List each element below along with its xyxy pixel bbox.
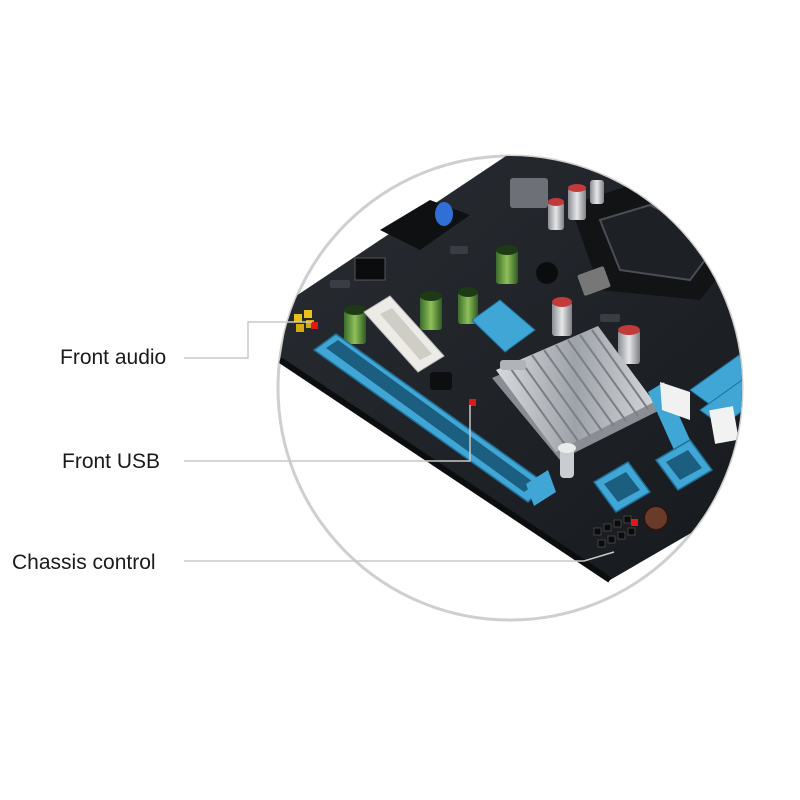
chassis-control-label: Chassis control	[12, 551, 156, 574]
front-usb-marker	[469, 399, 476, 406]
chip	[354, 257, 386, 281]
motherboard-closeup	[278, 156, 742, 583]
choke	[510, 178, 548, 208]
front-audio-label: Front audio	[60, 346, 167, 369]
chipset-heatsink	[492, 326, 660, 478]
pcie-x16-slot	[312, 333, 556, 506]
leader-lines	[184, 321, 615, 562]
fan-header	[536, 262, 558, 284]
usb3-header	[471, 299, 536, 353]
front-panel-header	[593, 515, 636, 548]
blue-jumper	[435, 202, 453, 226]
memory-slots	[648, 339, 742, 450]
front-audio-header	[294, 310, 314, 332]
buzzer	[643, 505, 669, 531]
silver-capacitors	[548, 180, 640, 364]
front-usb-label: Front USB	[62, 450, 161, 473]
chassis-control-marker	[631, 519, 638, 526]
front-audio-marker	[311, 322, 318, 329]
sata-ports	[592, 439, 714, 513]
green-capacitors	[344, 245, 518, 344]
